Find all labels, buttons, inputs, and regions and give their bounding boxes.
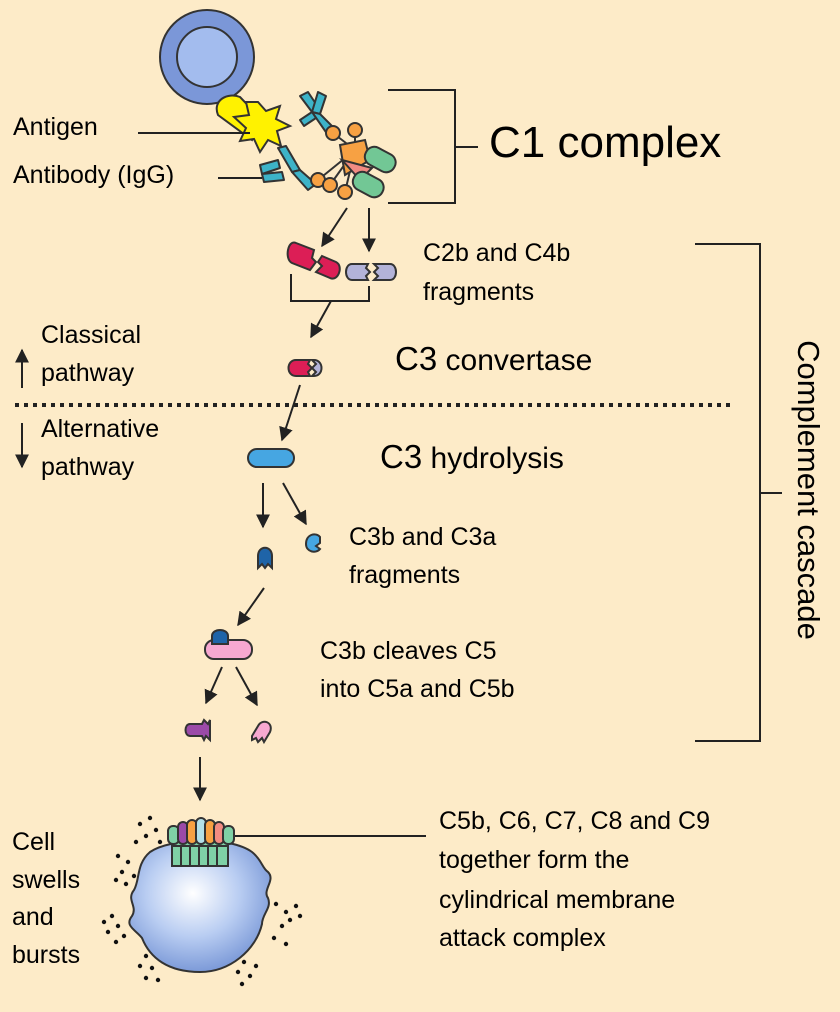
c3b-cleaves-label-line1: C3b cleaves C5 [320,637,497,665]
alternative-pathway-line2: pathway [41,453,135,481]
c3b-c3a-label-line1: C3b and C3a [349,523,497,551]
membrane-attack-complex [167,817,235,867]
c3-hydrolysis-label: C3 hydrolysis [380,438,564,475]
mac-label-line3: cylindrical membrane [439,886,676,914]
c3b-c3a-label-line2: fragments [349,561,461,589]
alternative-pathway-line1: Alternative [41,415,160,443]
target-cell [159,9,255,105]
c3-convertase-molecule [287,359,323,377]
c2b-c4b-label-line1: C2b and C4b [423,239,571,267]
c3b-cleaves-label-line2: into C5a and C5b [320,675,515,703]
c3-molecule [247,448,295,468]
mac-label-line2: together form the [439,846,630,874]
cell-label-line3: and [12,903,54,931]
antibody-label: Antibody (IgG) [13,161,175,189]
cell-label-line4: bursts [12,941,81,969]
c3b-fragment [257,546,273,571]
antigen-shape [215,94,293,155]
c4b-fragment [345,263,397,281]
c2b-c4b-label-line2: fragments [423,278,535,306]
c1-molecule [310,122,397,200]
cascade-bracket [695,243,761,742]
leaking-dots [101,815,303,987]
c3a-fragment [304,533,322,553]
c1-complex-label: C1 complex [489,118,722,167]
classical-pathway-line1: Classical [41,321,142,349]
c1-bracket [388,89,456,204]
antigen-label: Antigen [13,113,98,141]
complement-cascade-label: Complement cascade [791,340,826,640]
antibody-shape [259,91,339,191]
c3-convertase-label: C3 convertase [395,340,593,377]
c5a-fragment [251,720,272,745]
cell-label-line1: Cell [12,828,56,856]
c5b-fragment [184,718,211,743]
c2b-fragment [286,241,341,280]
classical-pathway-line2: pathway [41,359,135,387]
c5-convertase-molecule [204,629,253,660]
cell-label-line2: swells [12,866,81,894]
mac-label-line1: C5b, C6, C7, C8 and C9 [439,807,710,835]
lysing-cell [128,839,272,974]
mac-label-line4: attack complex [439,924,606,952]
